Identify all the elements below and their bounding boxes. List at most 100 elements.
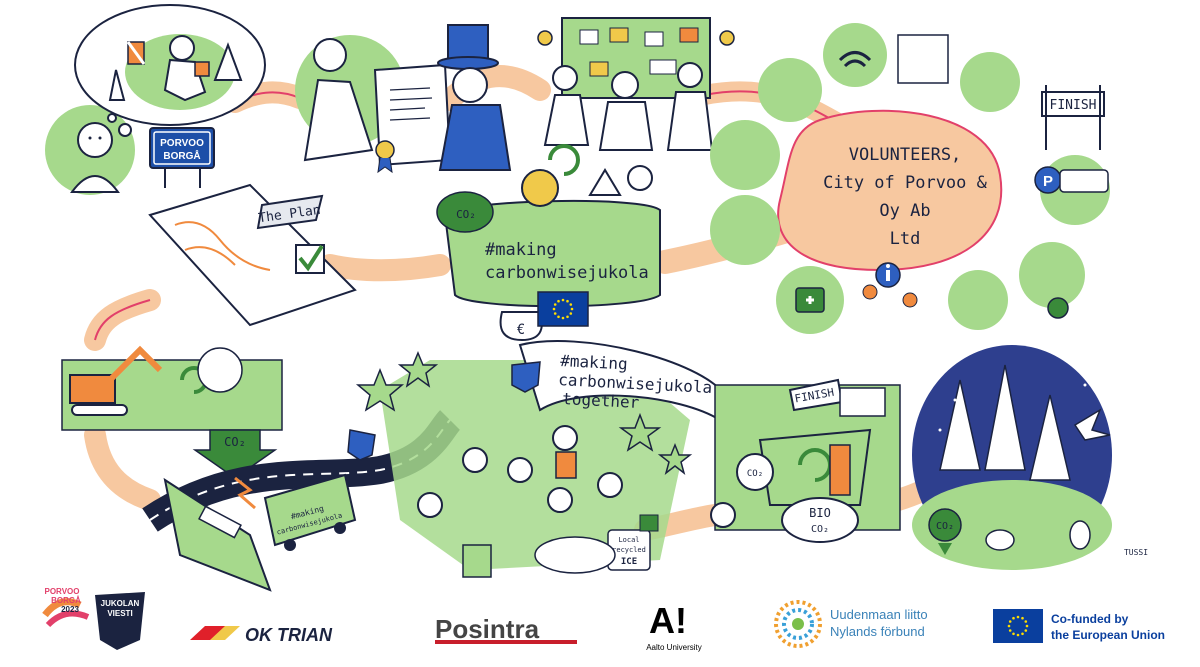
finish-sign-label: FINISH [1050,98,1097,113]
magnifier-icon [627,165,653,191]
eu-line2: the European Union [1051,628,1165,642]
wifi-icon [823,23,887,87]
jukola-line2: BORGÅ [51,596,81,605]
volunteers-line4: Ltd [890,229,921,249]
porvoo-sign-line2: BORGÅ [163,149,200,162]
porvoo-sign-line1: PORVOO [160,138,204,149]
scene-biogas: FINISH CO₂ BIO CO₂ [710,378,901,543]
microphone-icon [758,58,822,122]
balloon-icon [862,284,878,300]
man-signing-icon [303,38,374,162]
jukola-line3: 2023 [61,605,79,614]
jukola-shield-icon [347,429,376,461]
lightbulb-idea-icon [521,169,559,207]
scene-event: #making carbonwisejukola together Local … [355,340,727,578]
megaphone-icon [1019,242,1085,308]
bio-line2: CO₂ [811,524,829,535]
volunteers-line3: Oy Ab [879,201,930,221]
star-icons [355,351,693,475]
bio-co2-cloud: BIO CO₂ [781,497,859,543]
co2-down-arrow-icon: CO₂ [192,429,278,479]
recycle-icon [798,448,832,482]
bird-icon [1073,408,1111,441]
magnifier-co2-icon [736,453,774,491]
central-hub: CO₂ #making carbonwisejukola € [436,144,661,342]
scene-planning [537,17,735,151]
hashtag-banner: #making carbonwisejukola together [518,340,727,422]
artist-signature: TUSSI [1124,548,1148,557]
volunteers-blob [777,109,1003,272]
scene-the-plan: The Plan [148,183,357,327]
eu-cofunded-logo: Co-funded by the European Union [993,609,1165,643]
tools-icon [960,52,1020,112]
glove-hand-icon [710,502,736,528]
scene-transport: #making carbonwisejukola [142,410,461,592]
volunteers-line2: City of Porvoo & [823,173,988,193]
runners-crowd-icon [417,425,623,518]
posintra-logo: Posintra [435,614,577,644]
camera-icon [948,270,1008,330]
aalto-name: Aalto University [646,643,702,652]
posintra-label: Posintra [435,614,540,644]
local-ice-line3: ICE [621,557,637,567]
hay-bale-icon [534,536,616,574]
first-aid-kit-icon [639,514,659,532]
jukola-line1: PORVOO [45,587,80,596]
porvoo-sign: PORVOO BORGÅ [149,127,215,188]
co2-arrow-label: CO₂ [224,435,246,449]
recycle-bins-icon [710,120,780,190]
train-icon [163,477,272,592]
orienteer-jumping-icon [163,35,210,102]
scene-dream: PORVOO BORGÅ [45,4,266,195]
jukola-badge-icon [511,361,541,393]
money-bag-icon: € [499,311,543,342]
map-icon [897,34,949,84]
uusimaa-logo: Uudenmaan liitto Nylands förbund [774,600,928,648]
rabbit-icon [1069,520,1091,550]
orienteering-map [148,183,357,327]
flask-icon [588,168,622,196]
forest-trees-icon [939,364,1071,481]
uusimaa-line1: Uudenmaan liitto [830,607,928,622]
scene-contract [295,24,512,174]
uusimaa-line2: Nylands förbund [830,624,925,639]
hashtag-1-line1: #making [485,240,557,260]
excavator-icon [69,345,163,416]
lightbulb-icon [537,30,735,46]
top-hat-official-icon [437,24,512,171]
recycle-bin-icon [462,544,492,578]
cycle-arrows-icon [548,144,580,176]
aalto-mark: A! [649,600,687,641]
control-flag-icon [126,41,146,65]
hashtag-1-line2: carbonwisejukola [485,263,649,283]
truck-icon [839,387,886,417]
scene-volunteers: VOLUNTEERS, City of Porvoo & Oy Ab Ltd F… [710,23,1110,334]
finish-truck-sign: FINISH [788,378,844,412]
tree-icon [197,347,243,393]
rosette-seal-icon [375,140,395,174]
logo-strip: PORVOO BORGÅ 2023 JUKOLAN VIESTI OK TRIA… [42,587,1165,652]
local-ice-line2: recycled [612,546,646,554]
tree-icon [108,42,243,101]
co2-forest-label: CO₂ [936,521,954,532]
bus-icon [1059,169,1109,193]
cutlery-icon [710,195,780,265]
thinking-person-icon [70,122,120,193]
the-plan-flag: The Plan [256,194,324,230]
co2-magnifier-label: CO₂ [747,469,763,479]
jukola-line4: JUKOLAN [101,599,140,608]
scene-construction: CO₂ [61,345,283,479]
jukola-logo: PORVOO BORGÅ 2023 JUKOLAN VIESTI [42,587,145,650]
local-ice-line1: Local [618,536,639,544]
waste-container-icon [758,428,872,506]
oktrian-logo: OK TRIAN [190,625,333,645]
bio-line1: BIO [809,506,831,520]
hashtag-2-line3: together [562,389,640,412]
jukola-line5: VIESTI [107,609,132,618]
oktrian-label: OK TRIAN [245,625,333,645]
co2-footprint-label: CO₂ [456,208,476,221]
star-icon [953,398,957,402]
volunteers-line1: VOLUNTEERS, [849,145,962,165]
co2-forest-arrow-icon: CO₂ [928,508,962,555]
finish-flag-sign: FINISH [1041,85,1105,150]
